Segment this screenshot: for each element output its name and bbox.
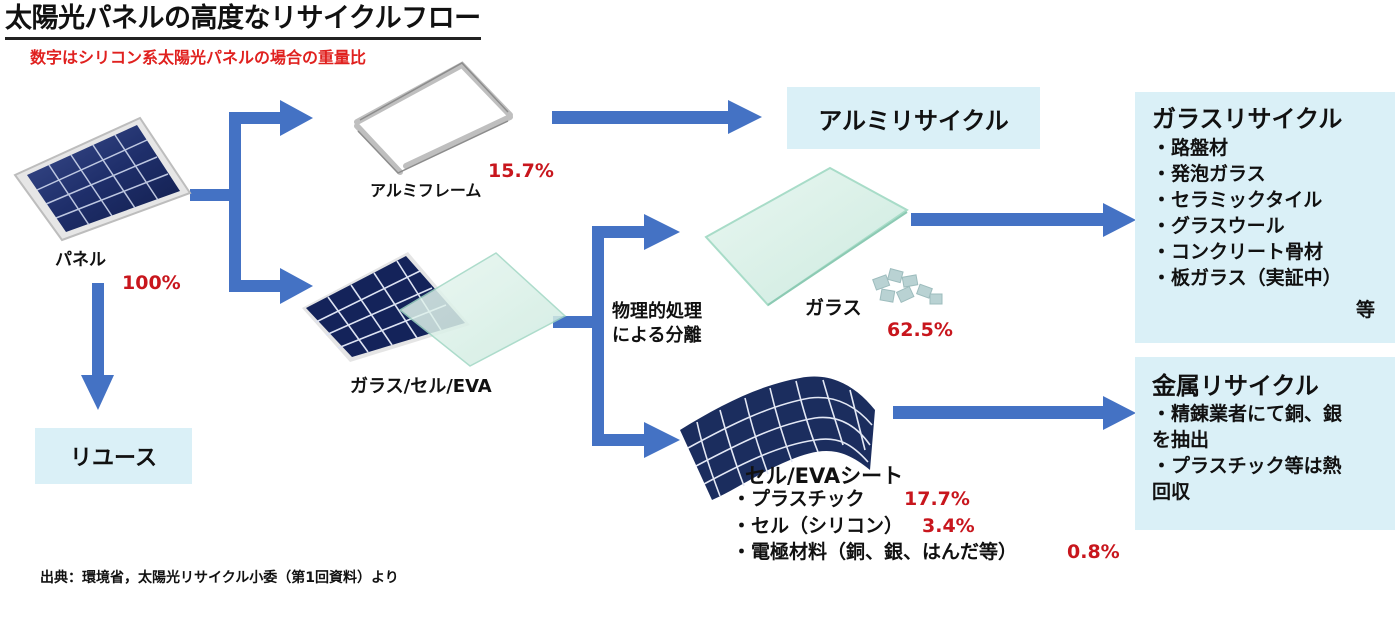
- glass-recycle-box: ガラスリサイクル ・路盤材 ・発泡ガラス ・セラミックタイル ・グラスウール ・…: [1135, 92, 1395, 343]
- glass-cullet-icon: [872, 268, 943, 305]
- separation-line-1: 物理的処理: [612, 301, 702, 322]
- reuse-label: リユース: [70, 446, 157, 471]
- arrow-down-reuse: [81, 283, 114, 410]
- arrow-to-aluminum-recycle: [552, 100, 762, 134]
- cell-eva-composition-list: ・プラスチック 17.7% ・セル（シリコン） 3.4% ・電極材料（銅、銀、は…: [732, 486, 1120, 566]
- reuse-box: リユース: [35, 428, 192, 484]
- glass-recycle-item: ・板ガラス（実証中）: [1152, 267, 1342, 289]
- panel-label: パネル: [55, 250, 106, 270]
- arrow-to-metal-recycle: [893, 396, 1136, 430]
- metal-recycle-line: ・精錬業者にて銅、銀: [1152, 403, 1343, 425]
- glass-recycle-item: ・路盤材: [1152, 137, 1229, 159]
- composition-item-cell-silicon: ・セル（シリコン） 3.4%: [732, 513, 1120, 540]
- separation-text: 物理的処理 による分離: [612, 300, 702, 348]
- composition-item-electrode: ・電極材料（銅、銀、はんだ等） 0.8%: [732, 539, 1120, 566]
- composition-item-plastic: ・プラスチック 17.7%: [732, 486, 1120, 513]
- page-subtitle: 数字はシリコン系太陽光パネルの場合の重量比: [30, 48, 367, 67]
- aluminum-recycle-box: アルミリサイクル: [787, 87, 1040, 149]
- glass-recycle-list: ・路盤材 ・発泡ガラス ・セラミックタイル ・グラスウール ・コンクリート骨材 …: [1152, 135, 1395, 291]
- separation-line-2: による分離: [612, 325, 702, 346]
- flexible-cell-sheet-icon: [680, 376, 875, 500]
- source-citation: 出典：環境省，太陽光リサイクル小委（第1回資料）より: [40, 570, 399, 586]
- metal-recycle-box: 金属リサイクル ・精錬業者にて銅、銀 を抽出 ・プラスチック等は熱 回収: [1135, 357, 1395, 530]
- composition-percent: 0.8%: [1067, 541, 1120, 563]
- aluminum-frame-label: アルミフレーム: [370, 181, 482, 200]
- glass-cell-eva-icon: [302, 252, 567, 367]
- composition-name: ・プラスチック: [732, 488, 865, 510]
- glass-sheet-icon: [704, 166, 909, 307]
- solar-panel-icon: [13, 116, 192, 242]
- cell-eva-sheet-label: セル/EVAシート: [745, 464, 904, 488]
- arrow-to-glass-recycle: [911, 203, 1136, 237]
- glass-recycle-item: ・コンクリート骨材: [1152, 241, 1324, 263]
- glass-percent: 62.5%: [887, 319, 953, 341]
- metal-recycle-title: 金属リサイクル: [1152, 372, 1319, 400]
- composition-percent: 17.7%: [904, 488, 970, 510]
- aluminum-frame-icon: [354, 61, 513, 175]
- glass-recycle-item: ・グラスウール: [1152, 215, 1285, 237]
- aluminum-recycle-label: アルミリサイクル: [818, 106, 1009, 135]
- glass-recycle-footer: 等: [1355, 299, 1375, 321]
- glass-recycle-item: ・セラミックタイル: [1152, 189, 1323, 211]
- composition-name: ・電極材料（銅、銀、はんだ等）: [732, 541, 1018, 563]
- arrow-separation-branch: [553, 214, 680, 458]
- panel-percent: 100%: [122, 272, 181, 294]
- composition-percent: 3.4%: [922, 514, 975, 537]
- aluminum-frame-percent: 15.7%: [488, 160, 554, 182]
- glass-cell-eva-label: ガラス/セル/EVA: [350, 376, 492, 397]
- glass-recycle-item: ・発泡ガラス: [1152, 163, 1266, 185]
- metal-recycle-line: ・プラスチック等は熱: [1152, 455, 1342, 477]
- composition-name: ・セル（シリコン）: [732, 514, 904, 537]
- metal-recycle-line: 回収: [1152, 481, 1191, 503]
- metal-recycle-line: を抽出: [1152, 429, 1210, 451]
- glass-label: ガラス: [805, 297, 862, 319]
- glass-recycle-title: ガラスリサイクル: [1152, 105, 1343, 133]
- page-title: 太陽光パネルの高度なリサイクルフロー: [5, 2, 481, 40]
- metal-recycle-text: ・精錬業者にて銅、銀 を抽出 ・プラスチック等は熱 回収: [1152, 401, 1395, 505]
- arrow-panel-branch: [190, 100, 313, 304]
